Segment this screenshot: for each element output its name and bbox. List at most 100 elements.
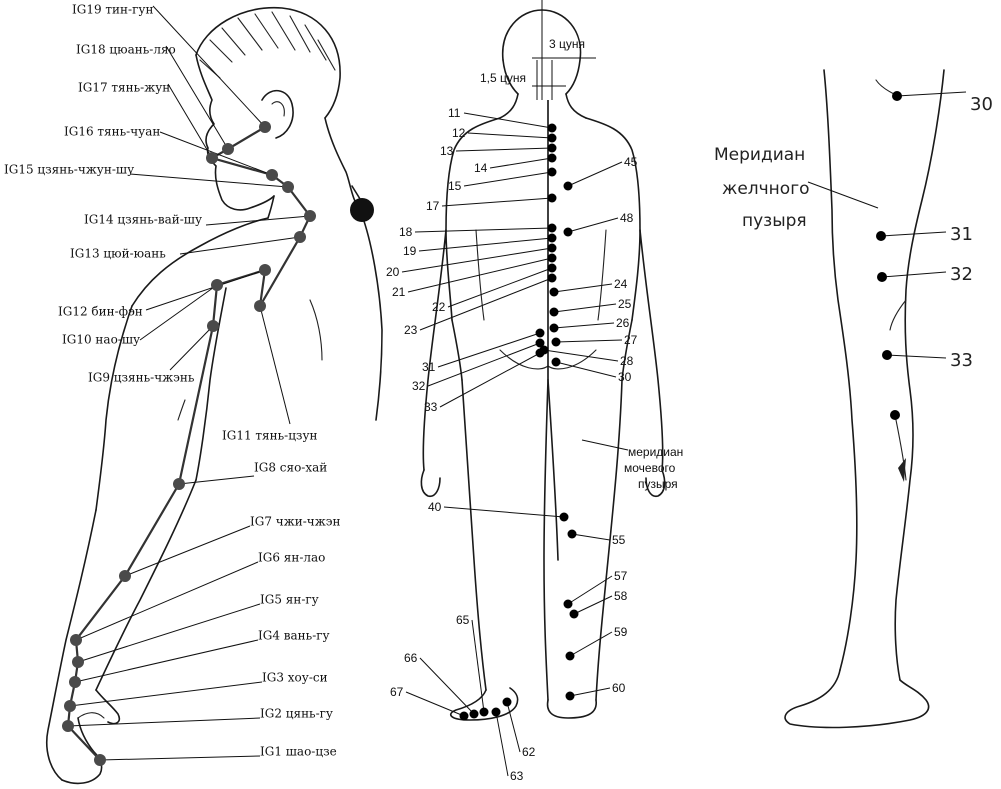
gallbladder-meridian-title-3: пузыря (742, 211, 807, 231)
leader-line (179, 236, 301, 255)
acupoint-marker (294, 231, 306, 243)
leader-line (418, 237, 553, 252)
acupoint-marker (882, 350, 892, 360)
leader-line (439, 352, 541, 408)
acupoint-number: 33 (424, 400, 438, 414)
leader-line (152, 5, 266, 128)
leader-line (569, 687, 611, 697)
acupoint-marker (549, 287, 559, 297)
acupoint-number: 63 (510, 769, 524, 783)
acupoint-marker (876, 231, 886, 241)
leader-line (419, 657, 475, 715)
acupoint-label: IG18 цюань-ляо (76, 43, 176, 57)
bladder-meridian-label-3: пузыря (638, 477, 678, 491)
acupoint-marker (565, 651, 575, 661)
acupoint-number: 57 (614, 569, 628, 583)
acupoint-marker (547, 133, 557, 143)
leader-line (69, 681, 263, 707)
leader-line (139, 284, 218, 341)
acupoint-marker (567, 529, 577, 539)
leader-line (896, 91, 967, 97)
acupoint-marker (211, 279, 223, 291)
gallbladder-meridian-title-2: желчного (722, 179, 810, 199)
leader-line (489, 157, 553, 169)
acupoint-number: 32 (950, 264, 973, 285)
acupoint-marker (72, 656, 84, 668)
acupoint-number: 31 (422, 360, 436, 374)
acupoint-label: IG1 шао-цзе (260, 745, 337, 759)
leader-line (437, 332, 541, 368)
acupoint-marker (877, 272, 887, 282)
leader-line (99, 755, 261, 761)
acupoint-marker (479, 707, 489, 717)
leader-line (167, 83, 213, 159)
acupoint-number: 45 (624, 155, 638, 169)
acupoint-marker (547, 193, 557, 203)
acupoint-marker (502, 697, 512, 707)
leader-line (506, 701, 521, 753)
acupoint-number: 19 (403, 244, 417, 258)
acupoint-marker (547, 153, 557, 163)
acupoint-marker (222, 143, 234, 155)
measure-3-cun-label: 3 цуня (549, 37, 585, 51)
figure-b-outline (420, 0, 666, 721)
leader-line (169, 325, 214, 371)
acupoint-number: 24 (614, 277, 628, 291)
acupoint-marker (551, 337, 561, 347)
gallbladder-meridian-title-1: Меридиан (714, 145, 805, 165)
leader-line (555, 339, 623, 343)
leader-line (555, 361, 617, 378)
acupoint-label: IG7 чжи-чжэн (250, 515, 341, 529)
acupoint-number: 55 (612, 533, 626, 547)
acupoint-number: 12 (452, 126, 466, 140)
acupoint-marker (69, 676, 81, 688)
acupoint-label: IG13 цюй-юань (70, 247, 166, 261)
acupoint-marker (547, 233, 557, 243)
acupoint-number: 60 (612, 681, 626, 695)
figure-b-leaders (401, 112, 623, 777)
acupoint-label: IG3 хоу-си (262, 671, 328, 685)
acupoint-number: 59 (614, 625, 628, 639)
acupoint-marker (459, 711, 469, 721)
acupoint-marker (563, 181, 573, 191)
acupoint-marker (62, 720, 74, 732)
leader-line (567, 575, 613, 605)
acupoint-marker (547, 143, 557, 153)
leader-line (259, 305, 291, 425)
leader-line (427, 342, 541, 387)
leader-line (414, 227, 553, 233)
acupoint-marker (259, 121, 271, 133)
leader-line (553, 283, 613, 293)
acupoint-label: IG4 вань-гу (258, 629, 330, 643)
leader-line (441, 197, 553, 207)
acupoint-number: 20 (386, 265, 400, 279)
leader-line (77, 603, 261, 663)
leader-line (467, 132, 553, 139)
bladder-meridian-label-1: меридиан (628, 445, 683, 459)
acupoint-label: IG9 цзянь-чжэнь (88, 371, 195, 385)
leader-line (567, 161, 623, 187)
acupoint-marker (563, 227, 573, 237)
acupoint-number: 22 (432, 300, 446, 314)
acupoint-label: IG17 тянь-жун (78, 81, 170, 95)
leader-line (407, 257, 553, 293)
acupoint-marker (70, 634, 82, 646)
figure-c-outline (784, 69, 945, 729)
acupoint-label: IG10 нао-шу (62, 333, 140, 347)
acupoint-marker (559, 512, 569, 522)
acupoint-number: 17 (426, 199, 440, 213)
acupoint-marker (565, 691, 575, 701)
acupoint-marker (547, 263, 557, 273)
leader-line (74, 639, 259, 683)
acupoint-number: 11 (448, 106, 461, 120)
leader-line (159, 131, 273, 176)
acupoint-marker (64, 700, 76, 712)
acupoint-marker (535, 338, 545, 348)
acupoint-marker (551, 357, 561, 367)
acupoint-number: 58 (614, 589, 628, 603)
figure-b-measures: 3 цуня 1,5 цуня (480, 37, 596, 87)
figure-b-labels: 1112131415171819202122233132334548242526… (386, 106, 638, 783)
acupoint-number: 32 (412, 379, 426, 393)
leader-line (881, 271, 947, 278)
